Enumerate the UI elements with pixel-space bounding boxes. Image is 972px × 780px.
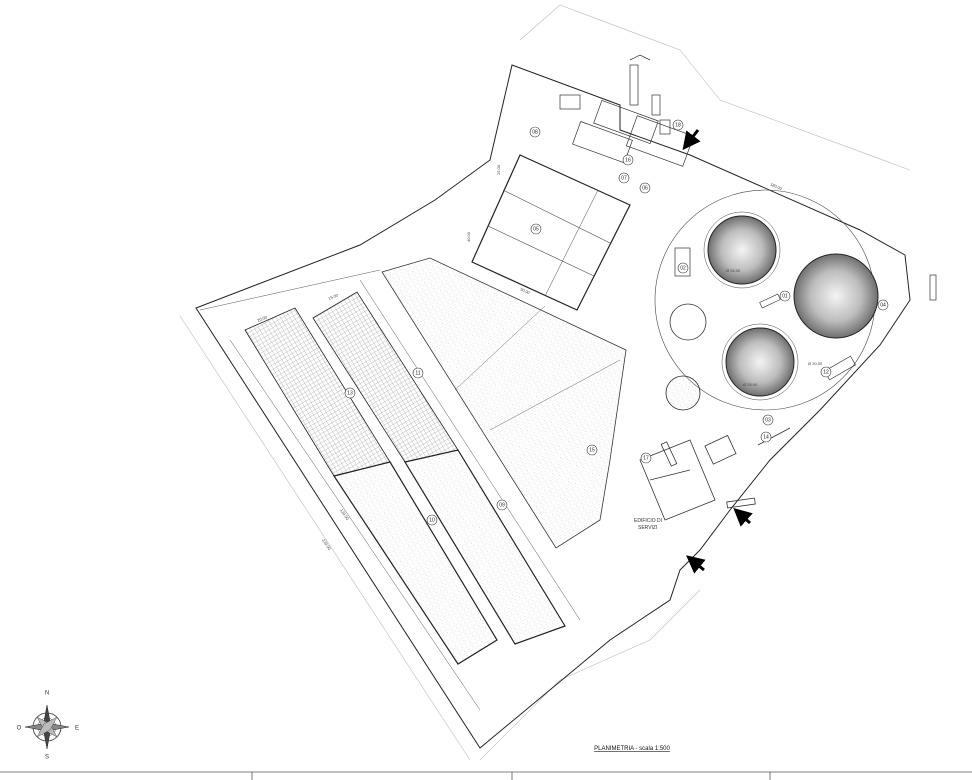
tag-08: 08	[532, 129, 538, 135]
compass-west: O	[17, 726, 22, 732]
basin-05	[471, 154, 631, 311]
treatment-field-15	[381, 257, 627, 549]
title-block-frame	[0, 771, 972, 780]
tag-04: 04	[880, 302, 886, 308]
compass-south: S	[45, 755, 49, 761]
svg-text:Ø 26.00: Ø 26.00	[726, 268, 741, 273]
tag-13: 13	[347, 390, 353, 396]
lagoon-enclosure	[199, 269, 581, 711]
building-label: EDIFICIO DI	[634, 518, 662, 524]
svg-text:50.00: 50.00	[520, 286, 532, 295]
svg-text:180.00: 180.00	[770, 181, 784, 191]
north-buildings	[559, 54, 695, 167]
tag-16: 16	[625, 157, 631, 163]
tag-10: 10	[429, 517, 435, 523]
svg-text:40.00: 40.00	[466, 231, 471, 242]
tag-18: 18	[675, 122, 681, 128]
strip-09	[404, 449, 566, 645]
context-lines	[179, 4, 911, 761]
access-arrow-east	[733, 507, 753, 527]
tag-15: 15	[589, 447, 595, 453]
tag-14: 14	[763, 434, 769, 440]
tag-03: 03	[765, 417, 771, 423]
tag-06: 06	[642, 185, 648, 191]
service-building-17	[639, 434, 737, 521]
svg-text:20.00: 20.00	[257, 314, 269, 323]
building-label-2: SERVIZI	[638, 525, 657, 531]
svg-text:15.00: 15.00	[328, 292, 340, 301]
svg-text:Ø 30.00: Ø 30.00	[808, 361, 823, 366]
tag-markers	[344, 119, 889, 526]
compass-east: E	[75, 726, 79, 732]
svg-text:25.00: 25.00	[496, 164, 501, 175]
tag-17: 17	[643, 455, 649, 461]
tag-labels: 05 13 11 10 09 15 02 04 03 12 14 17 07 0…	[347, 122, 886, 523]
svg-text:120.00: 120.00	[339, 508, 350, 522]
access-arrow-north	[682, 129, 701, 151]
site-boundary	[195, 64, 911, 749]
tag-02: 02	[680, 265, 686, 271]
strip-10	[333, 461, 498, 665]
gate-elements	[726, 427, 791, 509]
tag-01: 01	[782, 293, 788, 299]
compass-north: N	[45, 691, 49, 697]
svg-text:220.00: 220.00	[321, 538, 332, 552]
tag-05: 05	[533, 226, 539, 232]
access-arrow-south	[686, 555, 706, 574]
dimension-labels: 40.00 50.00 20.00 15.00 120.00 220.00 18…	[257, 164, 824, 551]
tag-07: 07	[621, 175, 627, 181]
access-arrows	[682, 129, 753, 574]
svg-text:Ø 26.00: Ø 26.00	[743, 382, 758, 387]
compass-rose: N E S O	[17, 691, 79, 761]
tag-09: 09	[499, 502, 505, 508]
tag-11: 11	[415, 370, 420, 376]
digester-area	[654, 189, 937, 411]
drawing-title: PLANIMETRIA - scala 1:500	[594, 746, 670, 752]
tag-12: 12	[823, 369, 829, 375]
